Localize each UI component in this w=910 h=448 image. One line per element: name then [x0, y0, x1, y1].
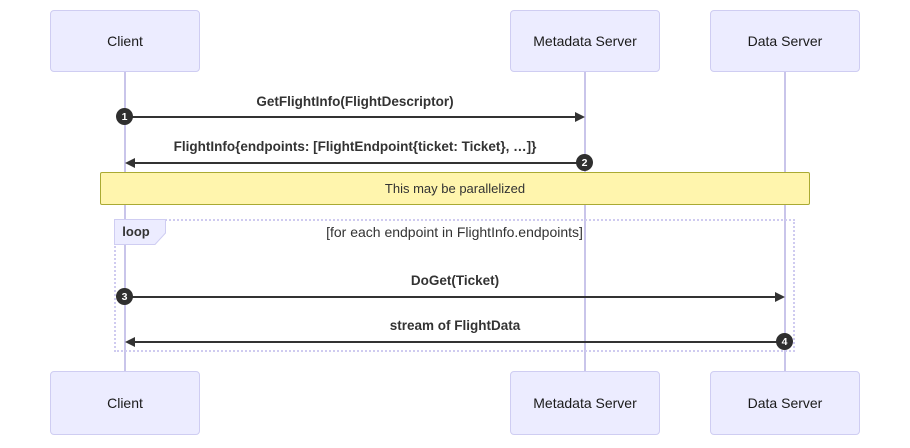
message-3-arrow	[125, 292, 785, 302]
arrow-line	[125, 296, 778, 298]
actor-client-top: Client	[50, 10, 200, 72]
lifeline-data-server	[784, 72, 786, 371]
actor-metadata-server-label: Metadata Server	[533, 395, 637, 411]
arrow-line	[125, 116, 578, 118]
arrowhead-left-icon	[125, 158, 135, 168]
sequence-badge-2: 2	[576, 154, 593, 171]
arrow-line	[132, 162, 585, 164]
note-parallelized: This may be parallelized	[100, 172, 810, 205]
message-2-arrow	[125, 158, 585, 168]
actor-metadata-server-label: Metadata Server	[533, 33, 637, 49]
message-1-arrow	[125, 112, 585, 122]
sequence-badge-4: 4	[776, 333, 793, 350]
actor-client-bottom: Client	[50, 371, 200, 435]
note-text: This may be parallelized	[384, 181, 526, 196]
lifeline-metadata-server	[584, 72, 586, 371]
actor-data-server-label: Data Server	[747, 395, 823, 411]
loop-frame	[114, 219, 795, 352]
actor-data-server-label: Data Server	[747, 33, 823, 49]
sequence-badge-1: 1	[116, 108, 133, 125]
actor-client-label: Client	[107, 395, 143, 411]
message-2-label: FlightInfo{endpoints: [FlightEndpoint{ti…	[173, 139, 537, 154]
message-4-label: stream of FlightData	[389, 318, 521, 333]
sequence-badge-3: 3	[116, 288, 133, 305]
actor-metadata-server-bottom: Metadata Server	[510, 371, 660, 435]
loop-label-tab: loop	[114, 219, 166, 245]
arrow-line	[132, 341, 785, 343]
actor-data-server-top: Data Server	[710, 10, 860, 72]
arrowhead-left-icon	[125, 337, 135, 347]
actor-client-label: Client	[107, 33, 143, 49]
loop-condition: [for each endpoint in FlightInfo.endpoin…	[326, 224, 583, 240]
arrowhead-right-icon	[775, 292, 785, 302]
loop-tab-shape-icon	[114, 219, 166, 245]
actor-metadata-server-top: Metadata Server	[510, 10, 660, 72]
loop-keyword: loop	[122, 224, 150, 239]
actor-data-server-bottom: Data Server	[710, 371, 860, 435]
arrowhead-right-icon	[575, 112, 585, 122]
message-1-label: GetFlightInfo(FlightDescriptor)	[256, 94, 454, 109]
message-4-arrow	[125, 337, 785, 347]
message-3-label: DoGet(Ticket)	[410, 273, 500, 288]
